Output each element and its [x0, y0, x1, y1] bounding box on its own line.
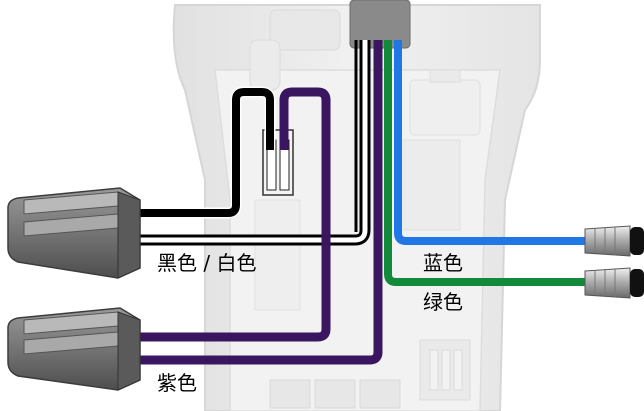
- blue-wire-plug: [584, 225, 644, 257]
- purple-wire-upper: [130, 87, 331, 342]
- label-blue: 蓝色: [423, 251, 463, 275]
- label-green: 绿色: [423, 290, 463, 314]
- lever-connector-lower: [7, 307, 141, 391]
- green-wire: [384, 40, 600, 286]
- label-purple: 紫色: [157, 371, 197, 395]
- label-black-white: 黑色 / 白色: [157, 251, 257, 275]
- purple-wire-lower: [130, 40, 383, 365]
- lever-connector-upper: [7, 187, 141, 279]
- blue-wire: [394, 40, 600, 245]
- green-wire-plug: [584, 267, 644, 299]
